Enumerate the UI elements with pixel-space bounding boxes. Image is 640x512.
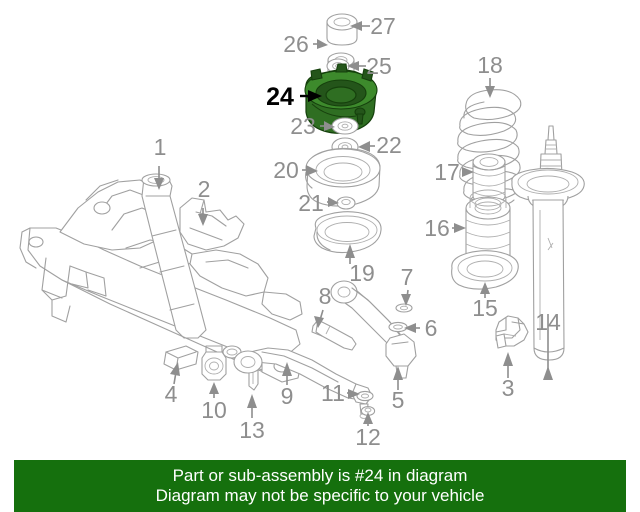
- part-graphic-7-ring: [395, 303, 413, 313]
- callout-arrow-23: [320, 121, 335, 131]
- callout-arrow-3: [503, 352, 513, 378]
- part-graphic-10-bushing: [201, 345, 227, 381]
- callout-label-19: 19: [349, 260, 375, 286]
- part-graphic-24-strut-mount-highlighted: [304, 63, 378, 134]
- callout-arrow-14: [543, 314, 553, 380]
- note-line-primary: Part or sub-assembly is #24 in diagram: [172, 466, 468, 486]
- callout-label-15: 15: [472, 295, 498, 321]
- callout-label-13: 13: [239, 417, 265, 443]
- part-graphic-11-washer: [356, 390, 374, 402]
- callout-label-7: 7: [401, 264, 414, 290]
- callout-label-1: 1: [154, 134, 167, 160]
- callout-arrow-11: [347, 389, 360, 399]
- callout-label-16: 16: [424, 215, 450, 241]
- callout-label-6: 6: [425, 315, 438, 341]
- part-graphic-19-spring-pad: [313, 211, 382, 254]
- callout-label-23: 23: [290, 113, 316, 139]
- callout-label-21: 21: [298, 190, 324, 216]
- callout-label-18: 18: [477, 52, 503, 78]
- callout-arrow-26: [313, 39, 328, 49]
- callout-label-26: 26: [283, 31, 309, 57]
- callout-arrow-27: [350, 21, 370, 31]
- callout-arrow-22: [358, 141, 375, 152]
- callout-label-9: 9: [281, 383, 294, 409]
- callout-arrow-9: [282, 362, 292, 385]
- part-graphic-15-spring-pad: [451, 250, 519, 290]
- callout-arrow-4: [170, 362, 180, 385]
- callout-arrow-17: [462, 167, 474, 177]
- callout-arrow-25: [347, 61, 366, 71]
- part-graphic-9-control-arm: [233, 347, 373, 419]
- callout-arrow-12: [363, 412, 373, 426]
- callout-label-8: 8: [319, 283, 332, 309]
- diagram-note-banner: Part or sub-assembly is #24 in diagram D…: [14, 460, 626, 512]
- callout-arrow-7: [401, 289, 411, 306]
- part-graphic-6-ring: [388, 321, 408, 333]
- part-graphic-14-strut: [511, 125, 585, 361]
- callout-label-10: 10: [201, 397, 227, 423]
- callout-label-20: 20: [273, 157, 299, 183]
- callout-label-17: 17: [434, 159, 460, 185]
- callout-arrow-24: [300, 90, 322, 102]
- part-graphic-17-bump-stop-small: [472, 153, 506, 203]
- callout-arrow-19: [345, 244, 355, 264]
- callout-arrow-20: [302, 165, 318, 176]
- part-graphic-2-bracket: [179, 197, 245, 251]
- callout-label-11: 11: [321, 380, 345, 406]
- callout-label-3: 3: [502, 375, 515, 401]
- callout-arrow-13: [247, 394, 257, 418]
- callout-arrow-10: [209, 382, 219, 398]
- callout-arrow-21: [327, 197, 339, 207]
- part-graphic-4-block: [163, 345, 199, 371]
- callout-label-12: 12: [355, 424, 381, 450]
- callout-arrow-6: [404, 323, 420, 333]
- callout-label-22: 22: [376, 132, 402, 158]
- callout-arrow-8: [314, 309, 324, 328]
- callout-label-4: 4: [165, 381, 178, 407]
- callout-label-5: 5: [392, 387, 405, 413]
- part-graphic-3-bracket: [495, 315, 529, 349]
- callout-label-14: 14: [535, 309, 561, 335]
- callout-label-25: 25: [366, 53, 392, 79]
- callout-arrow-2: [198, 208, 208, 226]
- part-graphic-23-washer: [331, 117, 359, 135]
- callout-label-2: 2: [198, 176, 211, 202]
- callout-arrow-18: [485, 78, 495, 98]
- part-graphic-27-cap: [326, 13, 358, 46]
- callout-arrow-16: [452, 223, 466, 233]
- part-graphic-subframe: [19, 173, 303, 383]
- note-line-secondary: Diagram may not be specific to your vehi…: [155, 486, 485, 505]
- callout-arrow-5: [393, 366, 403, 390]
- callout-label-27: 27: [370, 13, 396, 39]
- callout-arrow-1: [154, 166, 164, 190]
- callout-label-24: 24: [266, 83, 294, 111]
- part-graphic-20-spring-seat: [305, 147, 381, 207]
- part-graphic-21-nut: [336, 196, 356, 210]
- callout-arrow-15: [480, 282, 490, 298]
